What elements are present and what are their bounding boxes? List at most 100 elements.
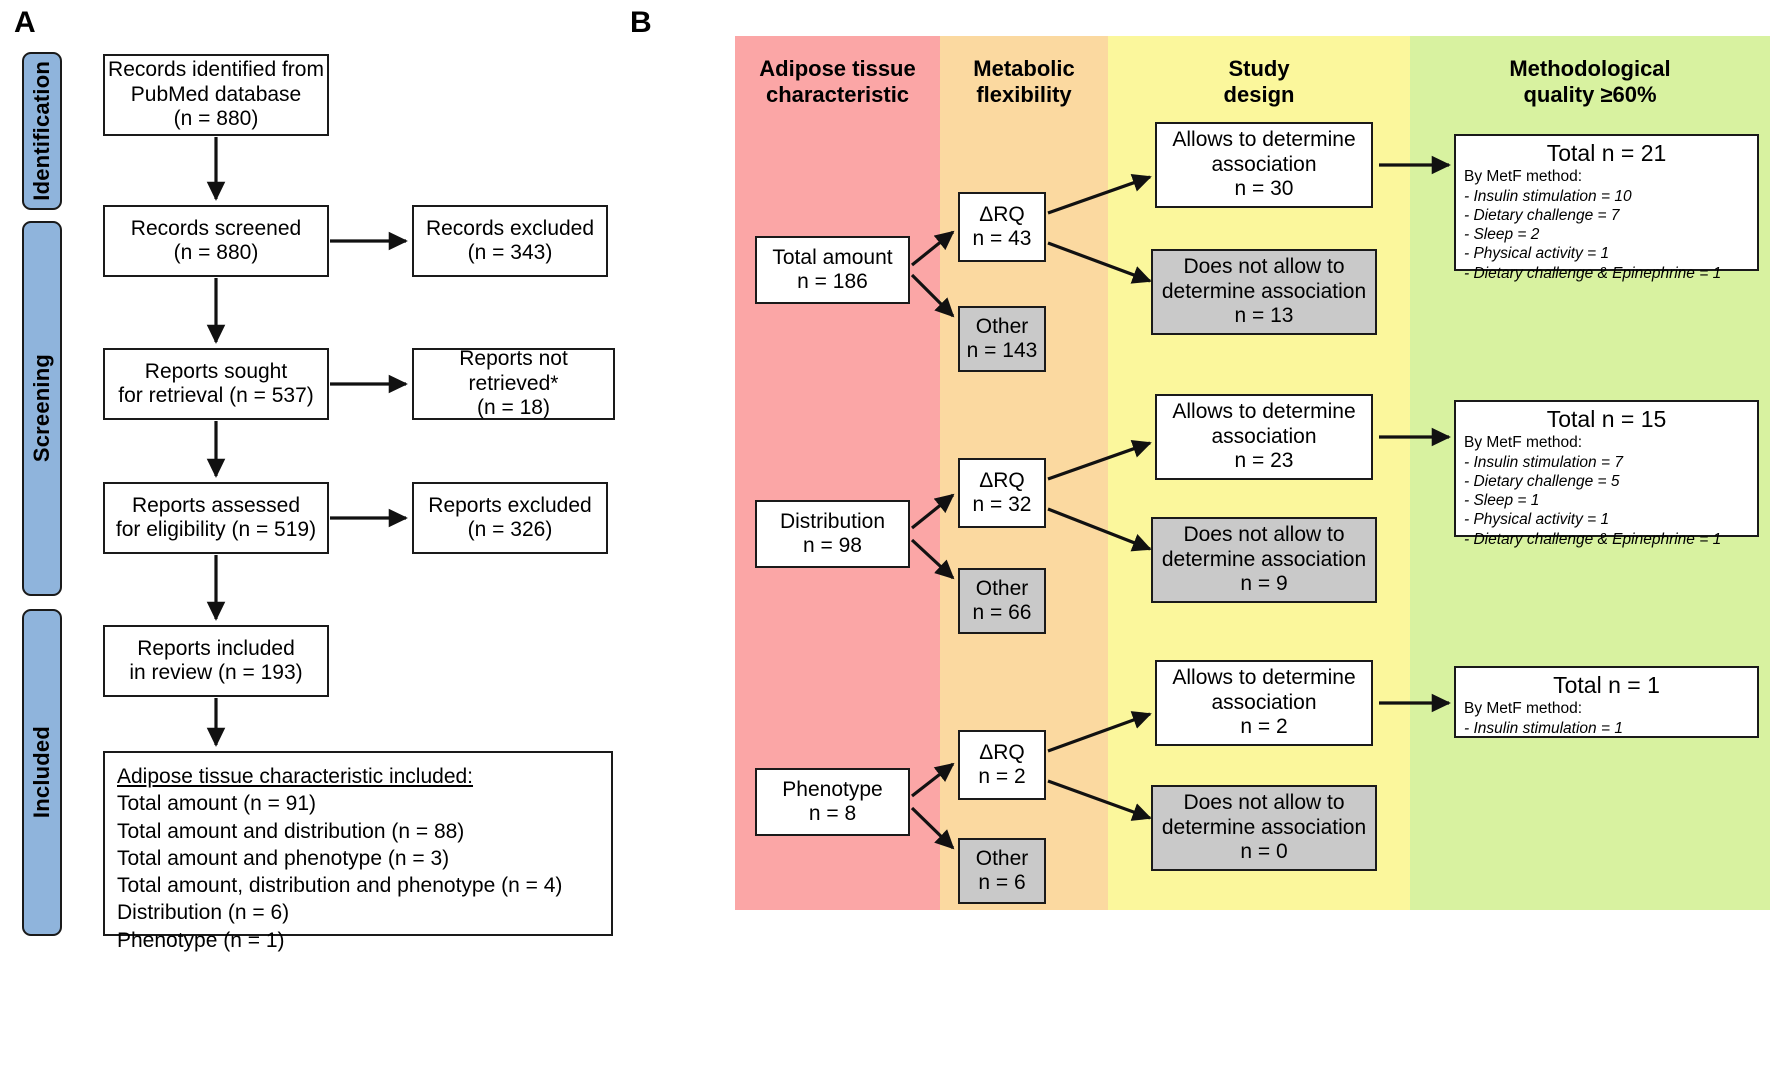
box-quality-row2: Total n = 15 By MetF method: - Insulin s… xyxy=(1454,400,1759,548)
box-line: Reports sought xyxy=(144,359,288,383)
box-line: Allows to determine xyxy=(1172,666,1356,690)
box-not-allows-association-row2: Does not allow to determine association … xyxy=(1151,517,1377,603)
box-line: n = 30 xyxy=(1234,177,1294,201)
box-line: Does not allow to xyxy=(1183,255,1345,279)
band-adipose-tissue-characteristic xyxy=(735,36,940,910)
box-line: ΔRQ xyxy=(979,740,1025,764)
box-included-characteristics: Adipose tissue characteristic included: … xyxy=(103,751,613,952)
box-metf-other-row3: Other n = 6 xyxy=(958,838,1046,904)
box-line: Records identified from xyxy=(108,58,324,82)
box-line: Other xyxy=(975,576,1029,600)
box-line: Records screened xyxy=(130,216,302,240)
box-line: (n = 343) xyxy=(467,241,553,264)
box-line: n = 6 xyxy=(978,871,1026,894)
quality-item: - Insulin stimulation = 1 xyxy=(1464,719,1623,737)
box-line: (n = 326) xyxy=(467,518,553,541)
box-line: n = 23 xyxy=(1234,449,1294,473)
box-characteristic-distribution: Distribution n = 98 xyxy=(755,500,910,568)
box-line: n = 98 xyxy=(803,534,862,557)
box-line: Reports assessed xyxy=(131,493,301,517)
box-line: n = 66 xyxy=(972,601,1032,624)
quality-total: Total n = 1 xyxy=(1553,672,1660,698)
box-line: ΔRQ xyxy=(979,202,1025,226)
box-allows-association-row2: Allows to determine association n = 23 xyxy=(1155,394,1373,480)
box-not-allows-association-row3: Does not allow to determine association … xyxy=(1151,785,1377,871)
panel-a-letter: A xyxy=(14,6,36,39)
box-line: association xyxy=(1211,690,1317,714)
colheader-methodological-quality: Methodological quality ≥60% xyxy=(1410,56,1770,109)
quality-sub: By MetF method: xyxy=(1464,168,1583,186)
quality-sub: By MetF method: xyxy=(1464,434,1583,452)
quality-item: - Physical activity = 1 xyxy=(1464,511,1610,529)
box-characteristic-total-amount: Total amount n = 186 xyxy=(755,236,910,304)
box-line: Allows to determine xyxy=(1172,128,1356,152)
box-line: n = 143 xyxy=(966,339,1038,362)
colheader-line: flexibility xyxy=(976,82,1072,108)
stage-identification: Identification xyxy=(22,52,62,210)
box-not-allows-association-row1: Does not allow to determine association … xyxy=(1151,249,1377,335)
quality-item: - Dietary challenge = 5 xyxy=(1464,472,1620,490)
panel-b-letter: B xyxy=(630,6,652,39)
box-line: n = 13 xyxy=(1234,304,1294,328)
box-line: Reports excluded xyxy=(428,493,592,517)
colheader-line: Methodological xyxy=(1509,56,1671,81)
box-metf-other-row2: Other n = 66 xyxy=(958,568,1046,634)
box-line: n = 0 xyxy=(1240,840,1288,864)
box-line: ΔRQ xyxy=(979,468,1025,492)
box-line: n = 9 xyxy=(1240,572,1288,596)
colheader-line: Metabolic xyxy=(973,56,1075,81)
box-line: (n = 880) xyxy=(173,241,259,264)
stage-screening-label: Screening xyxy=(29,354,54,463)
box-records-identified: Records identified from PubMed database … xyxy=(103,54,329,136)
box-line: (n = 18) xyxy=(477,396,550,420)
box-line: PubMed database xyxy=(130,82,302,106)
quality-item: - Physical activity = 1 xyxy=(1464,245,1610,263)
colheader-line: quality ≥60% xyxy=(1523,82,1657,108)
box-reports-included: Reports included in review (n = 193) xyxy=(103,625,329,697)
box-line: n = 186 xyxy=(797,270,868,293)
box-line: in review (n = 193) xyxy=(129,661,303,684)
box-records-excluded: Records excluded (n = 343) xyxy=(412,205,608,277)
stage-screening: Screening xyxy=(22,221,62,596)
colheader-study-design: Study design xyxy=(1108,56,1410,109)
box-line: association xyxy=(1211,152,1317,176)
quality-item: - Insulin stimulation = 7 xyxy=(1464,453,1623,471)
quality-total: Total n = 21 xyxy=(1546,140,1667,166)
colheader-line: Study xyxy=(1228,56,1290,81)
box-line: (n = 880) xyxy=(173,107,259,131)
box-line: determine association xyxy=(1161,279,1367,303)
box-reports-sought: Reports sought for retrieval (n = 537) xyxy=(103,348,329,420)
box-allows-association-row3: Allows to determine association n = 2 xyxy=(1155,660,1373,746)
list-item: Total amount, distribution and phenotype… xyxy=(117,874,563,898)
box-line: for retrieval (n = 537) xyxy=(118,384,314,407)
list-item: Total amount (n = 91) xyxy=(117,792,317,816)
box-line: Allows to determine xyxy=(1172,400,1356,424)
box-line: determine association xyxy=(1161,815,1367,839)
box-quality-row3: Total n = 1 By MetF method: - Insulin st… xyxy=(1454,666,1759,738)
box-line: determine association xyxy=(1161,547,1367,571)
box-line: Reports included xyxy=(137,636,295,660)
box-metf-drq-row3: ΔRQ n = 2 xyxy=(958,730,1046,800)
list-item: Total amount and phenotype (n = 3) xyxy=(117,846,450,870)
list-item: Distribution (n = 6) xyxy=(117,901,290,925)
box-reports-not-retrieved: Reports not retrieved* (n = 18) xyxy=(412,347,615,420)
box-line: n = 32 xyxy=(972,493,1032,516)
box-line: Reports not retrieved* xyxy=(459,347,568,395)
box-line: Other xyxy=(975,314,1029,338)
box-line: for eligibility (n = 519) xyxy=(115,518,317,541)
included-list-header: Adipose tissue characteristic included: xyxy=(117,765,474,788)
box-line: n = 2 xyxy=(978,765,1026,788)
box-line: n = 43 xyxy=(972,227,1032,250)
quality-item: - Sleep = 2 xyxy=(1464,226,1540,244)
quality-item: - Insulin stimulation = 10 xyxy=(1464,187,1632,205)
stage-included: Included xyxy=(22,609,62,936)
box-allows-association-row1: Allows to determine association n = 30 xyxy=(1155,122,1373,208)
box-line: Other xyxy=(975,846,1029,870)
box-line: n = 2 xyxy=(1240,715,1288,739)
colheader-adipose-tissue-characteristic: Adipose tissue characteristic xyxy=(735,56,940,109)
box-line: n = 8 xyxy=(808,802,857,825)
box-metf-drq-row1: ΔRQ n = 43 xyxy=(958,192,1046,262)
colheader-line: Adipose tissue xyxy=(759,56,916,81)
quality-sub: By MetF method: xyxy=(1464,700,1583,718)
box-reports-excluded: Reports excluded (n = 326) xyxy=(412,482,608,554)
